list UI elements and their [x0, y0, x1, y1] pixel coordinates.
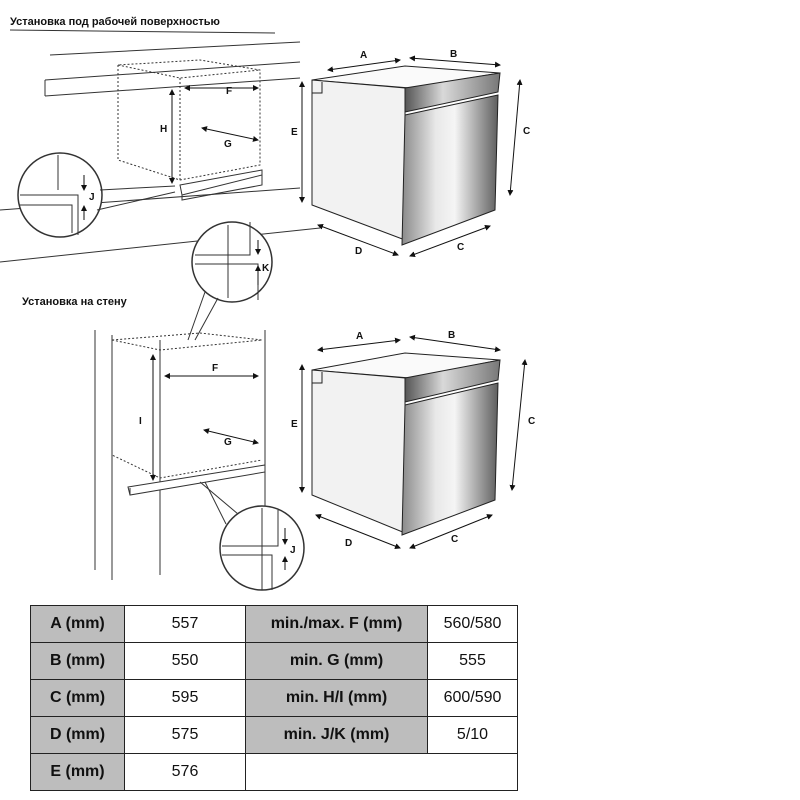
table-cell: min. J/K (mm)	[245, 716, 428, 754]
table-cell: 560/580	[427, 605, 518, 643]
table-cell: D (mm)	[30, 716, 125, 754]
detail-j-bottom	[199, 481, 305, 591]
oven-bottom	[311, 352, 501, 536]
wall-dimensions	[150, 354, 259, 481]
label-E-top: E	[291, 127, 298, 138]
label-A-bottom: A	[356, 331, 363, 342]
label-C-bottom-bottom: C	[451, 534, 458, 545]
table-cell: 557	[124, 605, 246, 643]
table-cell: 600/590	[427, 679, 518, 717]
label-J-top: J	[89, 192, 95, 203]
label-F-bottom: F	[212, 363, 218, 374]
table-cell: min./max. F (mm)	[245, 605, 428, 643]
table-row: A (mm) 557 min./max. F (mm) 560/580	[30, 605, 518, 643]
label-D-top: D	[355, 246, 362, 257]
label-D-bottom: D	[345, 538, 352, 549]
oven-bottom-dimensions	[299, 334, 528, 549]
dimensions-table: A (mm) 557 min./max. F (mm) 560/580 B (m…	[30, 605, 518, 791]
table-cell: 5/10	[427, 716, 518, 754]
label-B-top: B	[450, 49, 457, 60]
table-cell: 595	[124, 679, 246, 717]
table-cell: E (mm)	[30, 753, 125, 791]
table-cell: A (mm)	[30, 605, 125, 643]
label-C-top-right: C	[523, 126, 530, 137]
heading-under-counter: Установка под рабочей поверхностью	[10, 16, 220, 28]
table-cell: min. G (mm)	[245, 642, 428, 680]
label-I: I	[139, 416, 142, 427]
table-cell: 575	[124, 716, 246, 754]
label-F-top: F	[226, 86, 232, 97]
table-cell: C (mm)	[30, 679, 125, 717]
table-cell: B (mm)	[30, 642, 125, 680]
table-cell: 555	[427, 642, 518, 680]
label-G-bottom: G	[224, 437, 232, 448]
table-cell: min. H/I (mm)	[245, 679, 428, 717]
label-K: K	[262, 263, 270, 274]
table-row: E (mm) 576	[30, 753, 518, 791]
table-cell-empty	[245, 753, 518, 791]
table-cell: 550	[124, 642, 246, 680]
table-row: D (mm) 575 min. J/K (mm) 5/10	[30, 716, 518, 754]
label-E-bottom: E	[291, 419, 298, 430]
label-H: H	[160, 124, 167, 135]
oven-top-dimensions	[299, 55, 523, 258]
installation-drawing: F H G J K A B C	[0, 29, 535, 591]
label-B-bottom: B	[448, 330, 455, 341]
wall-cabinet	[94, 330, 266, 580]
table-row: B (mm) 550 min. G (mm) 555	[30, 642, 518, 680]
label-C-top-bottom: C	[457, 242, 464, 253]
detail-k	[187, 221, 273, 341]
label-J-bottom: J	[290, 545, 296, 556]
oven-top	[311, 65, 501, 246]
detail-j-top	[17, 152, 176, 238]
table-row: C (mm) 595 min. H/I (mm) 600/590	[30, 679, 518, 717]
table-cell: 576	[124, 753, 246, 791]
heading-wall: Установка на стену	[22, 296, 127, 308]
label-A-top: A	[360, 50, 367, 61]
label-G-top: G	[224, 139, 232, 150]
under-counter-dimensions	[169, 85, 259, 184]
label-C-bottom-right: C	[528, 416, 535, 427]
